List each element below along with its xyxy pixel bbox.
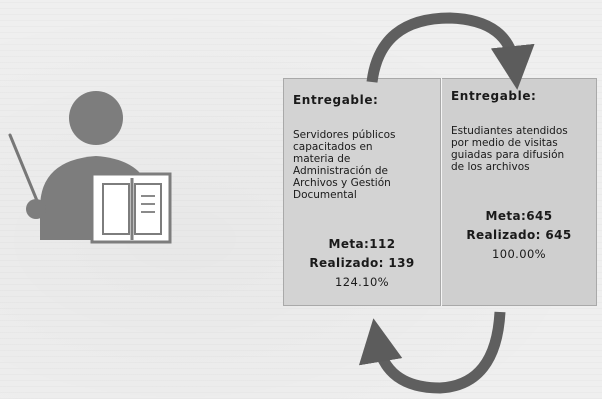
meta-value: Meta:645: [485, 209, 553, 223]
book-icon: [90, 172, 172, 244]
pointer-stick-icon: [8, 133, 42, 210]
card-stats: Meta:112 Realizado: 139 124.10%: [284, 235, 440, 292]
description-line: Documental: [293, 189, 357, 201]
description-line: materia de: [293, 153, 351, 165]
description-line: Administración de: [293, 165, 388, 177]
percent-value: 124.10%: [335, 275, 389, 289]
realizado-value: Realizado: 139: [309, 256, 415, 270]
teacher-head-icon: [69, 91, 123, 145]
description-line: de los archivos: [451, 161, 530, 173]
cycle-arrow-top-icon: [366, 12, 535, 90]
description-line: Archivos y Gestión: [293, 177, 391, 189]
card-description: Estudiantes atendidos por medio de visit…: [451, 125, 593, 173]
description-line: capacitados en: [293, 141, 373, 153]
card-description: Servidores públicos capacitados en mater…: [293, 129, 435, 201]
card-stats: Meta:645 Realizado: 645 100.00%: [442, 207, 596, 264]
percent-value: 100.00%: [492, 247, 546, 261]
realizado-value: Realizado: 645: [466, 228, 572, 242]
hand-icon: [26, 199, 46, 219]
meta-value: Meta:112: [328, 237, 396, 251]
deliverable-card-training: Entregable: Servidores públicos capacita…: [283, 78, 441, 306]
deliverable-card-visits: Entregable: Estudiantes atendidos por me…: [441, 78, 597, 306]
cycle-arrow-bottom-icon: [358, 311, 506, 394]
card-divider: [441, 78, 442, 306]
description-line: guiadas para difusión: [451, 149, 565, 161]
description-line: Servidores públicos: [293, 129, 396, 141]
card-title: Entregable:: [293, 93, 379, 107]
description-line: Estudiantes atendidos: [451, 125, 568, 137]
description-line: por medio de visitas: [451, 137, 558, 149]
card-title: Entregable:: [451, 89, 537, 103]
